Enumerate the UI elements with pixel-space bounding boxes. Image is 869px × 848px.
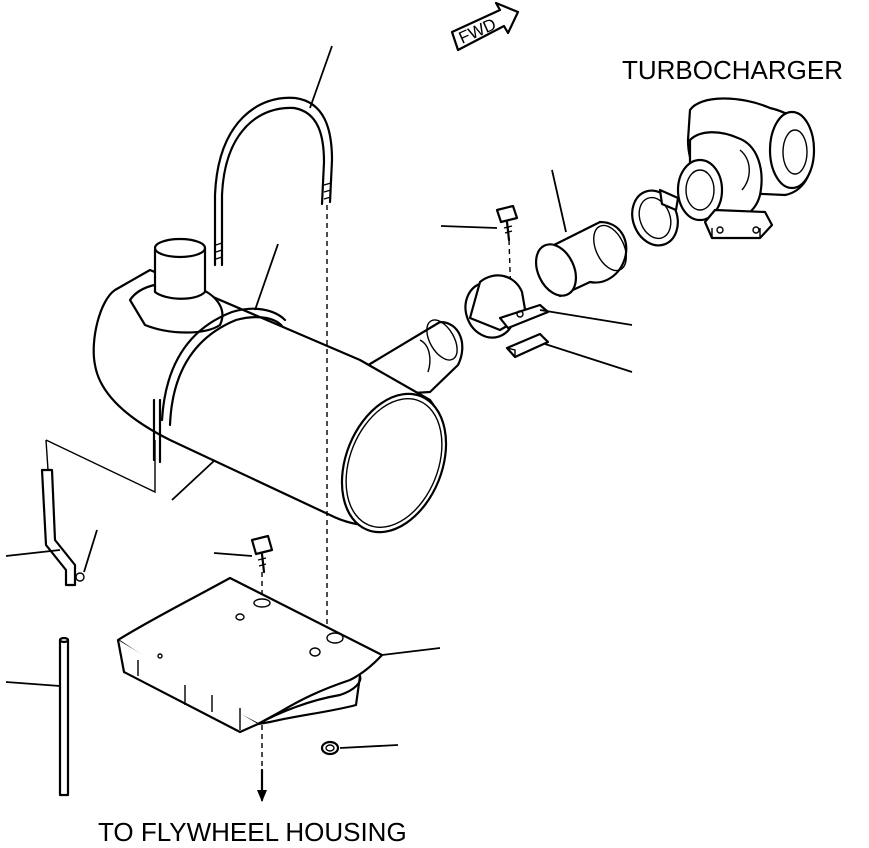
muffler-strap	[152, 307, 287, 464]
down-arrow-icon	[257, 768, 267, 802]
muffler-leader	[171, 459, 216, 501]
v-band-clamp	[631, 188, 680, 247]
flywheel-housing-label: TO FLYWHEEL HOUSING	[98, 817, 407, 847]
bolt-upper-leader	[440, 225, 498, 229]
clamp-saddle	[505, 332, 550, 359]
support-bracket	[40, 439, 156, 587]
bolt-lower	[250, 534, 274, 574]
clamp-band	[464, 274, 550, 339]
bracket-nut-leader	[83, 529, 98, 573]
u-bolt-leader	[309, 45, 333, 109]
rod-leader	[5, 681, 61, 687]
exhaust-pipe-short	[534, 220, 628, 298]
pipe-leader	[551, 169, 567, 233]
nut-leader	[339, 744, 399, 749]
clamp-leader	[539, 309, 633, 326]
strap-leader	[254, 243, 279, 311]
u-bolt	[213, 96, 334, 267]
muffler-inlet	[128, 237, 224, 334]
fwd-arrow-icon: FWD	[450, 1, 520, 52]
plate-leader	[381, 647, 441, 656]
saddle-leader	[544, 343, 633, 373]
turbocharger-label: TURBOCHARGER	[622, 55, 843, 85]
lower-nut	[320, 740, 340, 756]
bolt-lower-leader	[213, 552, 253, 557]
turbocharger	[676, 97, 816, 240]
mounting-plate	[116, 576, 384, 734]
bolt-upper	[495, 204, 519, 242]
muffler	[92, 268, 448, 534]
bracket-leader	[5, 549, 61, 557]
support-rod	[58, 636, 70, 797]
